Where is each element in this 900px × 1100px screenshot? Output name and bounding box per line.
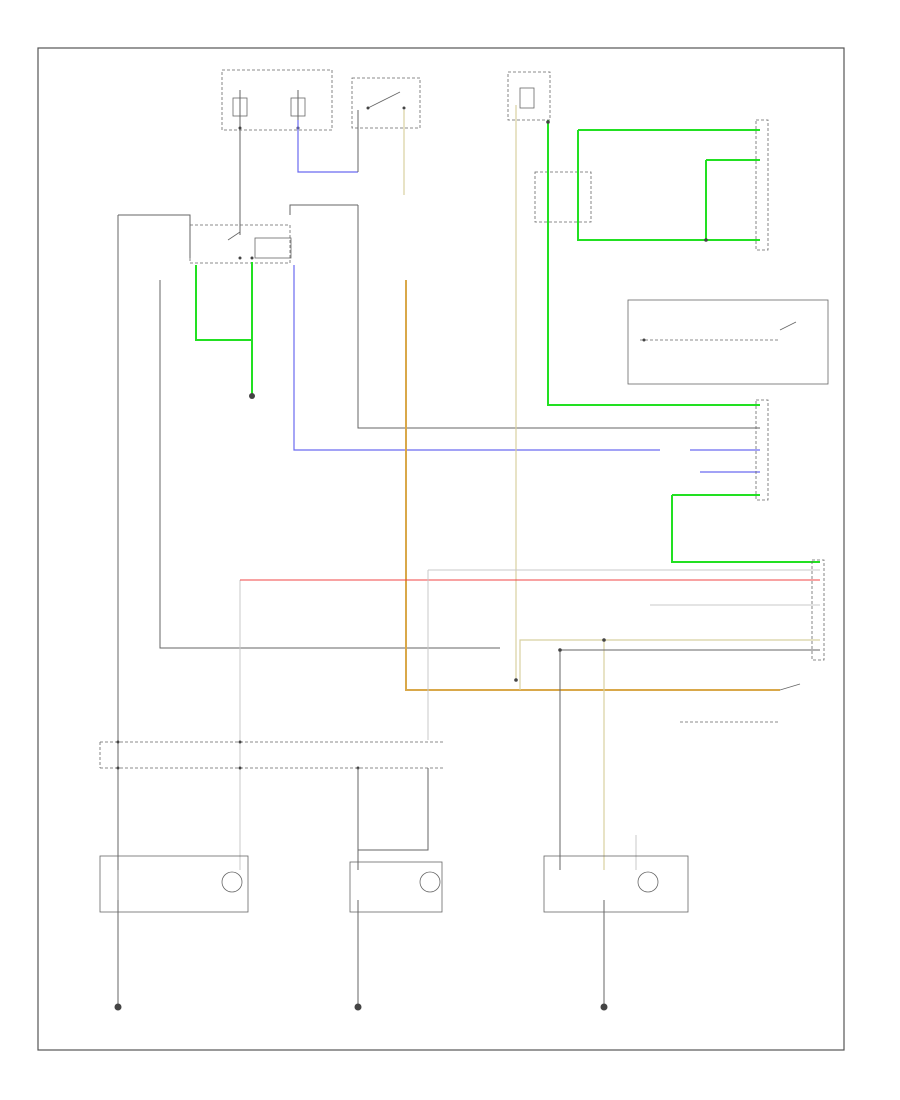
green-wire-relay <box>195 262 253 341</box>
switch-top-center <box>351 77 421 195</box>
wire-mid-1 <box>357 205 760 429</box>
ground-point-2 <box>354 1003 362 1011</box>
module-top-right <box>507 71 592 223</box>
module-right-lower <box>680 683 801 723</box>
blue-wire-upper <box>297 120 358 173</box>
ground-point-3 <box>600 1003 608 1011</box>
lamp-left-front <box>99 855 249 913</box>
green-wire-1 <box>547 120 760 406</box>
orange-wire <box>405 280 520 691</box>
wire-left-1 <box>118 214 191 258</box>
tan-wire-right <box>519 639 820 690</box>
ground-point-1 <box>114 1003 122 1011</box>
junction-connector-lower <box>99 740 445 770</box>
green-wire-3 <box>577 130 760 241</box>
fuse-block-top <box>221 69 333 235</box>
wire-left-3 <box>159 280 500 649</box>
blue-wire-long <box>293 265 660 451</box>
connector-right-upper <box>755 119 825 661</box>
module-right-mid <box>627 299 829 385</box>
lamp-right-rear <box>543 855 689 913</box>
wire-relay-top <box>289 204 358 215</box>
green-wire-5 <box>671 494 820 563</box>
diagram-frame <box>37 47 845 1051</box>
lamp-right-front <box>349 861 443 913</box>
wire-junction-right2 <box>358 768 429 851</box>
green-wire-4 <box>705 159 760 240</box>
